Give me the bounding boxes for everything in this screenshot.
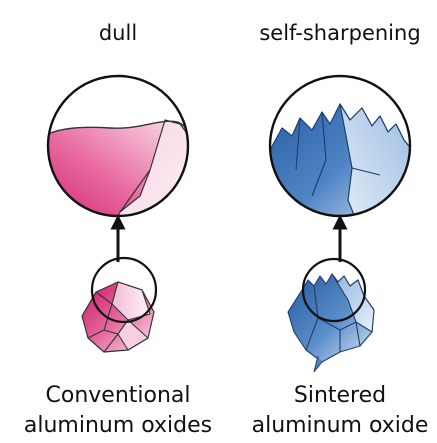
panel-sintered: self-sharpening Sintered aluminum — [252, 21, 429, 438]
conventional-label-line2: aluminum oxides — [24, 413, 212, 438]
dull-label: dull — [99, 21, 137, 45]
sintered-grain — [288, 259, 374, 372]
conventional-label-line1: Conventional — [46, 383, 191, 408]
panel-conventional: dull Conventional aluminum oxides — [24, 21, 212, 438]
conventional-grain — [82, 258, 156, 352]
self-sharpening-zoom-view — [270, 76, 412, 230]
sintered-label-line1: Sintered — [294, 383, 386, 408]
dull-zoom-view — [46, 76, 192, 230]
self-sharpening-label: self-sharpening — [259, 21, 420, 45]
sintered-label-line2: aluminum oxide — [252, 413, 429, 438]
